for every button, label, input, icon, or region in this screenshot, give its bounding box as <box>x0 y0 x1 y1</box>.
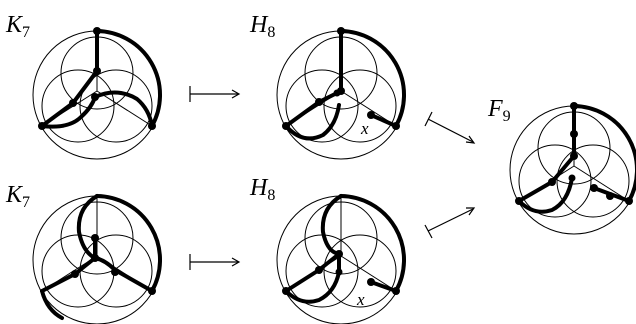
highlighted-path <box>284 29 407 141</box>
vertices <box>38 27 156 130</box>
label-h8-top: H8 <box>249 12 275 41</box>
graph-k7-top <box>32 27 163 160</box>
vertices <box>515 102 633 205</box>
label-k7-top: K7 <box>5 12 30 41</box>
inner-circles <box>41 36 153 143</box>
highlighted-path <box>284 194 407 304</box>
highlighted-path <box>40 194 163 320</box>
label-x-top: x <box>360 119 369 138</box>
highlighted-path <box>517 104 636 214</box>
label-k7-bottom: K7 <box>5 182 30 211</box>
vertices <box>71 234 156 295</box>
mapsto-arrow-top <box>189 86 241 102</box>
mapsto-arrow-bottom <box>189 254 241 270</box>
label-h8-bottom: H8 <box>249 175 275 204</box>
mapsto-arrow-diagonal-bottom <box>424 207 476 239</box>
graph-h8-top: x <box>276 27 407 160</box>
graph-f9 <box>509 102 636 235</box>
mapsto-arrow-diagonal-top <box>424 111 476 144</box>
vertices <box>282 250 400 295</box>
graph-k7-bottom <box>32 194 163 324</box>
label-x-bottom: x <box>356 290 365 309</box>
vertices <box>282 27 400 130</box>
label-f9: F9 <box>487 96 511 125</box>
graph-h8-bottom: x <box>276 194 407 324</box>
